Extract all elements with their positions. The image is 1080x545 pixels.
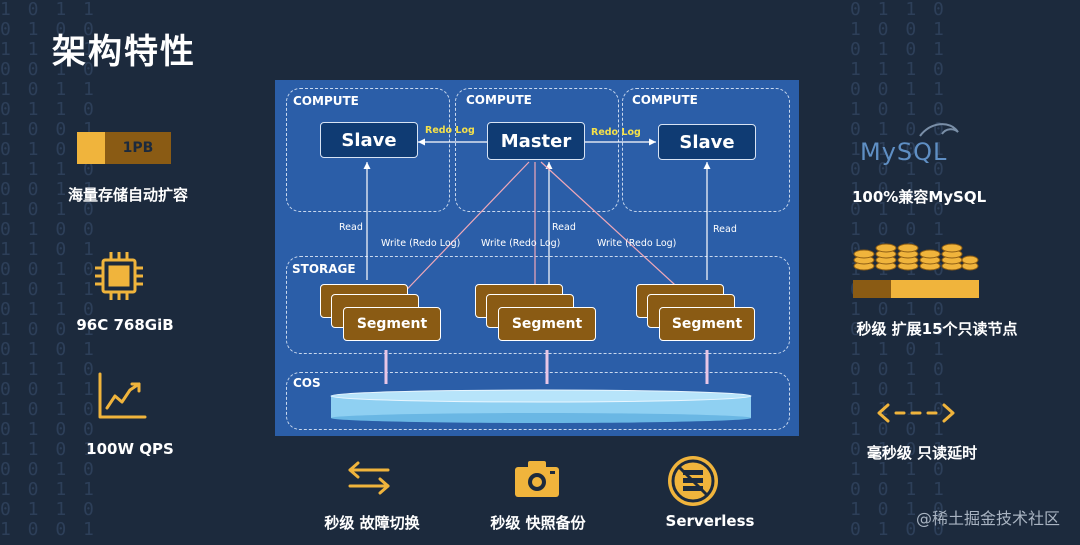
coin-stack-icon — [852, 238, 980, 300]
slave-node-left: Slave — [320, 122, 418, 158]
compute-zone-center — [455, 88, 619, 212]
write-label-left: Write (Redo Log) — [381, 238, 461, 249]
scale-progress-bar — [853, 280, 979, 298]
feature-compute-label: 96C 768GiB — [76, 316, 174, 334]
read-label-left: Read — [339, 222, 363, 233]
compute-label: COMPUTE — [293, 94, 359, 108]
architecture-diagram: COMPUTE COMPUTE COMPUTE STORAGE COS — [275, 80, 799, 436]
write-label-right: Write (Redo Log) — [597, 238, 677, 249]
read-label-right: Read — [713, 224, 737, 235]
page-title: 架构特性 — [52, 32, 196, 72]
redo-log-label-left: Redo Log — [425, 125, 475, 136]
storage-label: STORAGE — [292, 262, 356, 276]
cos-zone — [286, 372, 790, 430]
compute-zone-left — [286, 88, 450, 212]
background-digits-right: 0 1 1 0 1 0 0 1 0 1 0 1 1 1 1 0 0 0 1 1 … — [850, 0, 947, 540]
storage-bar-icon: 1PB — [77, 132, 171, 164]
master-node: Master — [487, 122, 585, 160]
serverless-icon — [666, 454, 720, 508]
diagram-connectors — [363, 138, 711, 384]
trend-chart-icon — [97, 372, 147, 420]
latency-arrows-icon — [876, 402, 956, 424]
switch-arrows-icon — [346, 460, 392, 496]
compute-label: COMPUTE — [466, 93, 532, 107]
slave-node-right: Slave — [658, 124, 756, 160]
storage-capacity-badge: 1PB — [122, 140, 154, 156]
feature-storage-label: 海量存储自动扩容 — [68, 186, 189, 204]
cos-storage-cylinder — [330, 388, 752, 424]
storage-zone — [286, 256, 790, 354]
camera-icon — [513, 459, 561, 499]
feature-mysql-label: 100%兼容MySQL — [852, 188, 987, 206]
feature-failover-label: 秒级 故障切换 — [324, 514, 420, 532]
segment-block: Segment — [498, 307, 596, 341]
mysql-logo-text: MySQL — [860, 138, 948, 166]
background-digits-left: 1 0 1 1 0 1 0 0 1 1 0 1 0 0 1 0 1 0 1 1 … — [0, 0, 97, 540]
mysql-logo-icon: MySQL — [858, 118, 968, 168]
watermark-text: @稀土掘金技术社区 — [915, 509, 1060, 528]
segment-block: Segment — [659, 307, 755, 341]
cos-label: COS — [293, 376, 321, 390]
compute-zone-right — [622, 88, 790, 212]
feature-latency-label: 毫秒级 只读延时 — [866, 444, 978, 462]
write-label-center: Write (Redo Log) — [481, 238, 561, 249]
feature-serverless-label: Serverless — [665, 512, 755, 530]
compute-label: COMPUTE — [632, 93, 698, 107]
feature-snapshot-label: 秒级 快照备份 — [490, 514, 586, 532]
cpu-chip-icon — [93, 250, 145, 302]
redo-log-label-right: Redo Log — [591, 127, 641, 138]
segment-block: Segment — [343, 307, 441, 341]
feature-qps-label: 100W QPS — [86, 440, 174, 458]
read-label-center: Read — [552, 222, 576, 233]
feature-scale-label: 秒级 扩展15个只读节点 — [856, 320, 1018, 338]
